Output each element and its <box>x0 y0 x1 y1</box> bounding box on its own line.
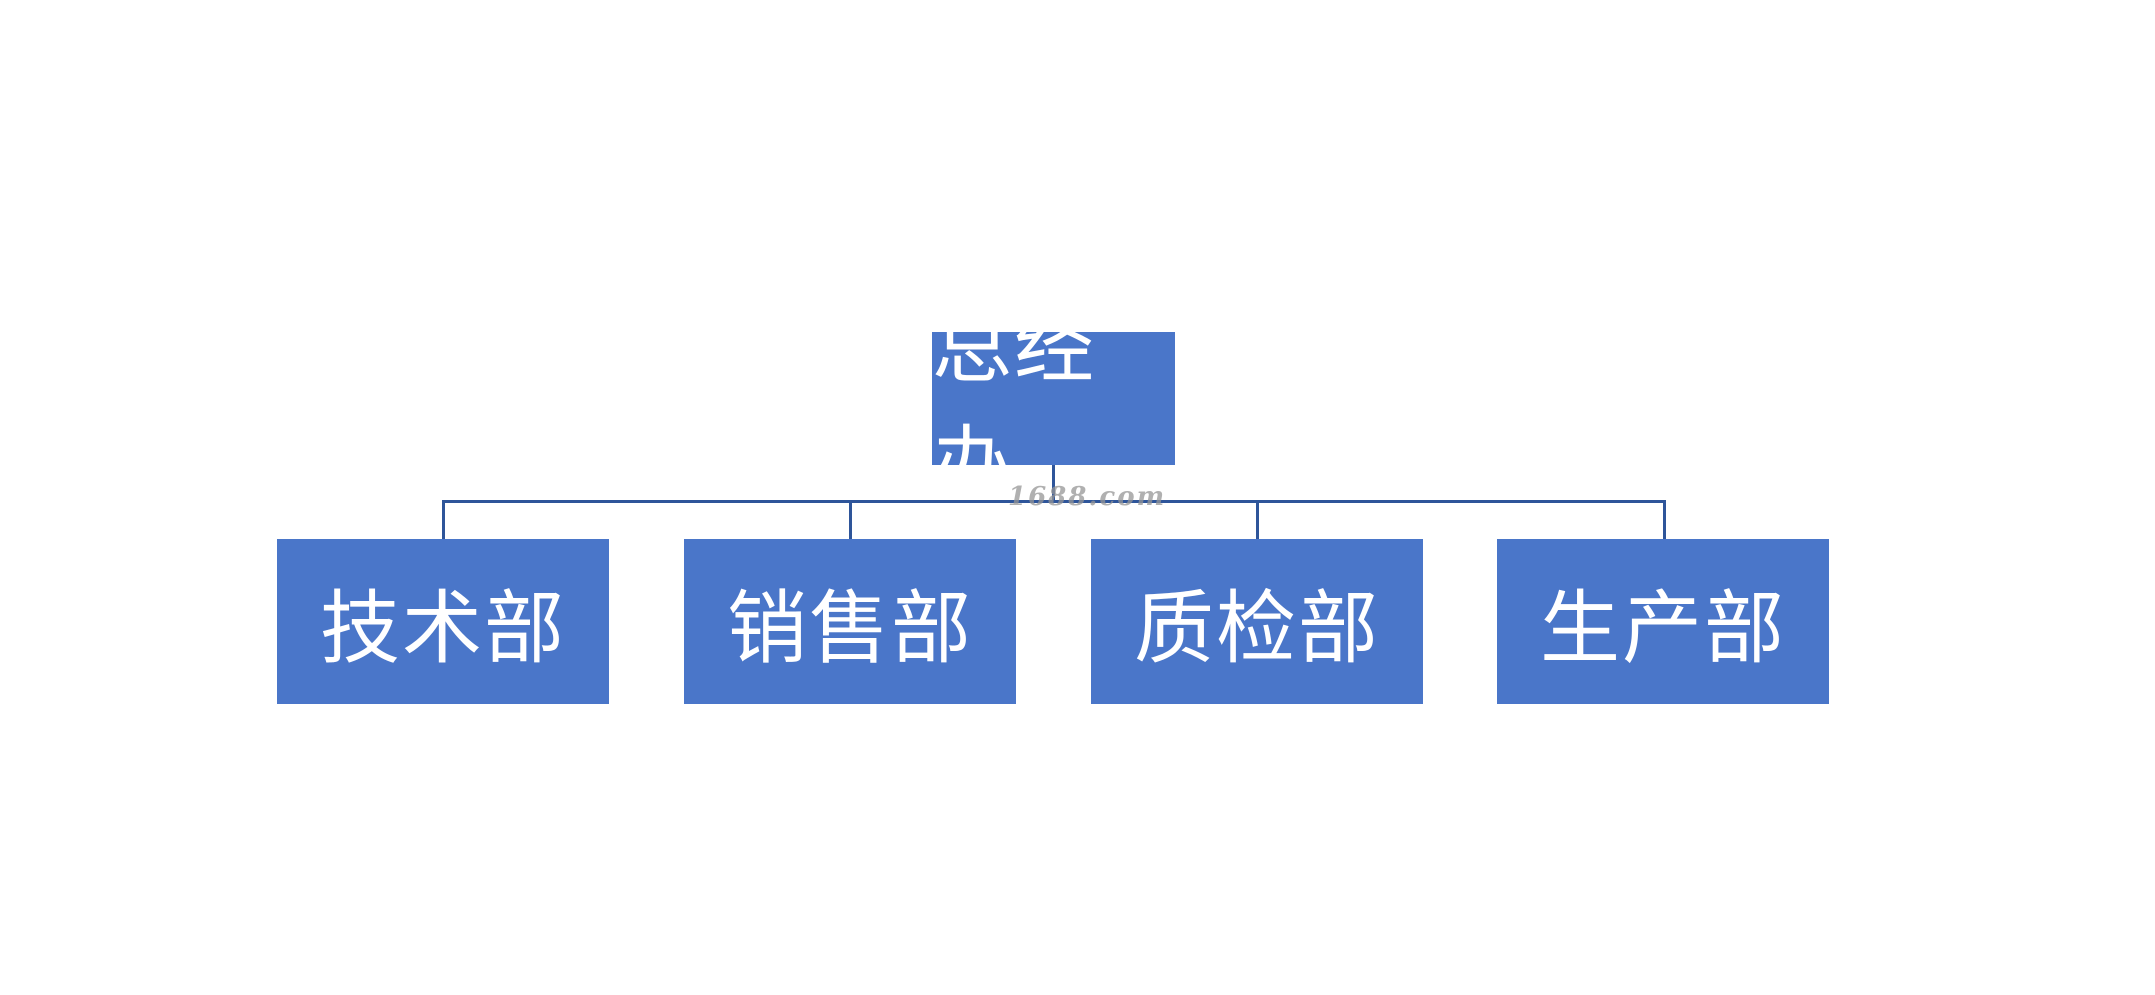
node-production-dept-label: 生产部 <box>1540 581 1786 675</box>
node-sales-dept[interactable]: 销售部 <box>684 539 1016 704</box>
node-production-dept[interactable]: 生产部 <box>1497 539 1829 704</box>
node-qc-dept[interactable]: 质检部 <box>1091 539 1423 704</box>
connector-horizontal-bus <box>442 500 1666 503</box>
node-sales-dept-label: 销售部 <box>727 581 973 675</box>
connector-root-stem <box>1052 465 1055 502</box>
node-general-office[interactable]: 总经办 <box>932 301 1175 510</box>
node-tech-dept[interactable]: 技术部 <box>277 539 609 704</box>
connector-drop-production <box>1663 500 1666 539</box>
watermark: 1688.com <box>1008 482 1167 512</box>
connector-drop-qc <box>1256 500 1259 539</box>
connector-drop-tech <box>442 500 445 539</box>
node-general-office-label: 总经办 <box>932 300 1096 510</box>
connector-drop-sales <box>849 500 852 539</box>
node-tech-dept-label: 技术部 <box>320 581 566 675</box>
node-qc-dept-label: 质检部 <box>1134 581 1380 675</box>
